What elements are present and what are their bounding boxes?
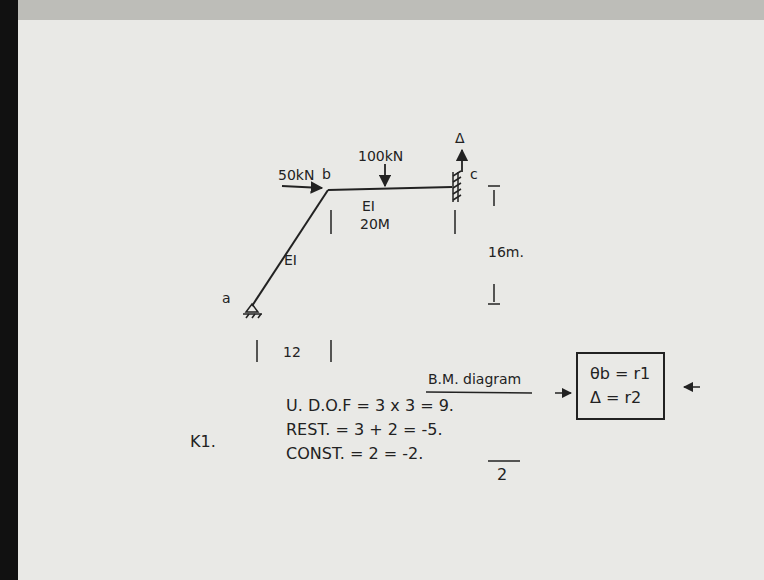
note: K1. <box>190 432 216 451</box>
dimension: 16m. <box>488 244 524 261</box>
tick <box>493 284 495 302</box>
member-bc <box>328 187 452 190</box>
displacement-arrow <box>461 150 463 172</box>
pin-support <box>246 304 258 312</box>
hatch <box>258 314 261 318</box>
tick <box>330 210 332 234</box>
joint-name: b <box>322 166 331 183</box>
vertical-load <box>384 164 386 186</box>
equation: CONST. = 2 = -2. <box>286 444 423 463</box>
underline <box>488 460 520 462</box>
hatch <box>453 189 461 194</box>
hatch <box>246 314 249 318</box>
hatch <box>453 171 461 176</box>
joint-name: c <box>470 166 478 183</box>
pointer-arrow <box>555 392 571 394</box>
pointer-arrow <box>684 386 700 388</box>
hatch <box>453 183 461 188</box>
member-ab <box>252 190 328 306</box>
equation: U. D.O.F = 3 x 3 = 9. <box>286 396 454 415</box>
stiffness-label: EI <box>362 198 375 215</box>
dimension: 12 <box>283 344 301 361</box>
dimension: 20M <box>360 216 390 233</box>
horizontal-load <box>282 186 322 188</box>
support-a <box>243 304 262 318</box>
load-value: 50kN <box>278 167 314 184</box>
heading: B.M. diagram <box>428 371 521 388</box>
left-edge <box>0 0 18 580</box>
unknown-assignment: Δ = r2 <box>590 386 651 410</box>
hatch <box>453 195 461 200</box>
hatch <box>252 314 255 318</box>
unknown-assignment: θb = r1 <box>590 362 651 386</box>
frame-members <box>252 187 452 306</box>
notes-marks <box>426 387 700 461</box>
load-value: 100kN <box>358 148 403 165</box>
tick <box>454 210 456 234</box>
displacement-symbol: Δ <box>455 130 465 147</box>
result: 2 <box>497 465 507 484</box>
dimension-ticks <box>257 186 500 362</box>
joint-name: a <box>222 290 231 307</box>
top-band <box>0 0 764 20</box>
support-c <box>453 171 461 202</box>
result-box: θb = r1Δ = r2 <box>576 352 665 420</box>
tick <box>330 340 332 362</box>
support-base <box>243 313 262 315</box>
tick <box>493 190 495 206</box>
stiffness-label: EI <box>284 252 297 269</box>
equation: REST. = 3 + 2 = -5. <box>286 420 442 439</box>
tick <box>256 340 258 362</box>
underline <box>426 392 532 393</box>
tick <box>488 185 500 187</box>
hatch <box>453 177 461 182</box>
tick <box>488 303 500 305</box>
